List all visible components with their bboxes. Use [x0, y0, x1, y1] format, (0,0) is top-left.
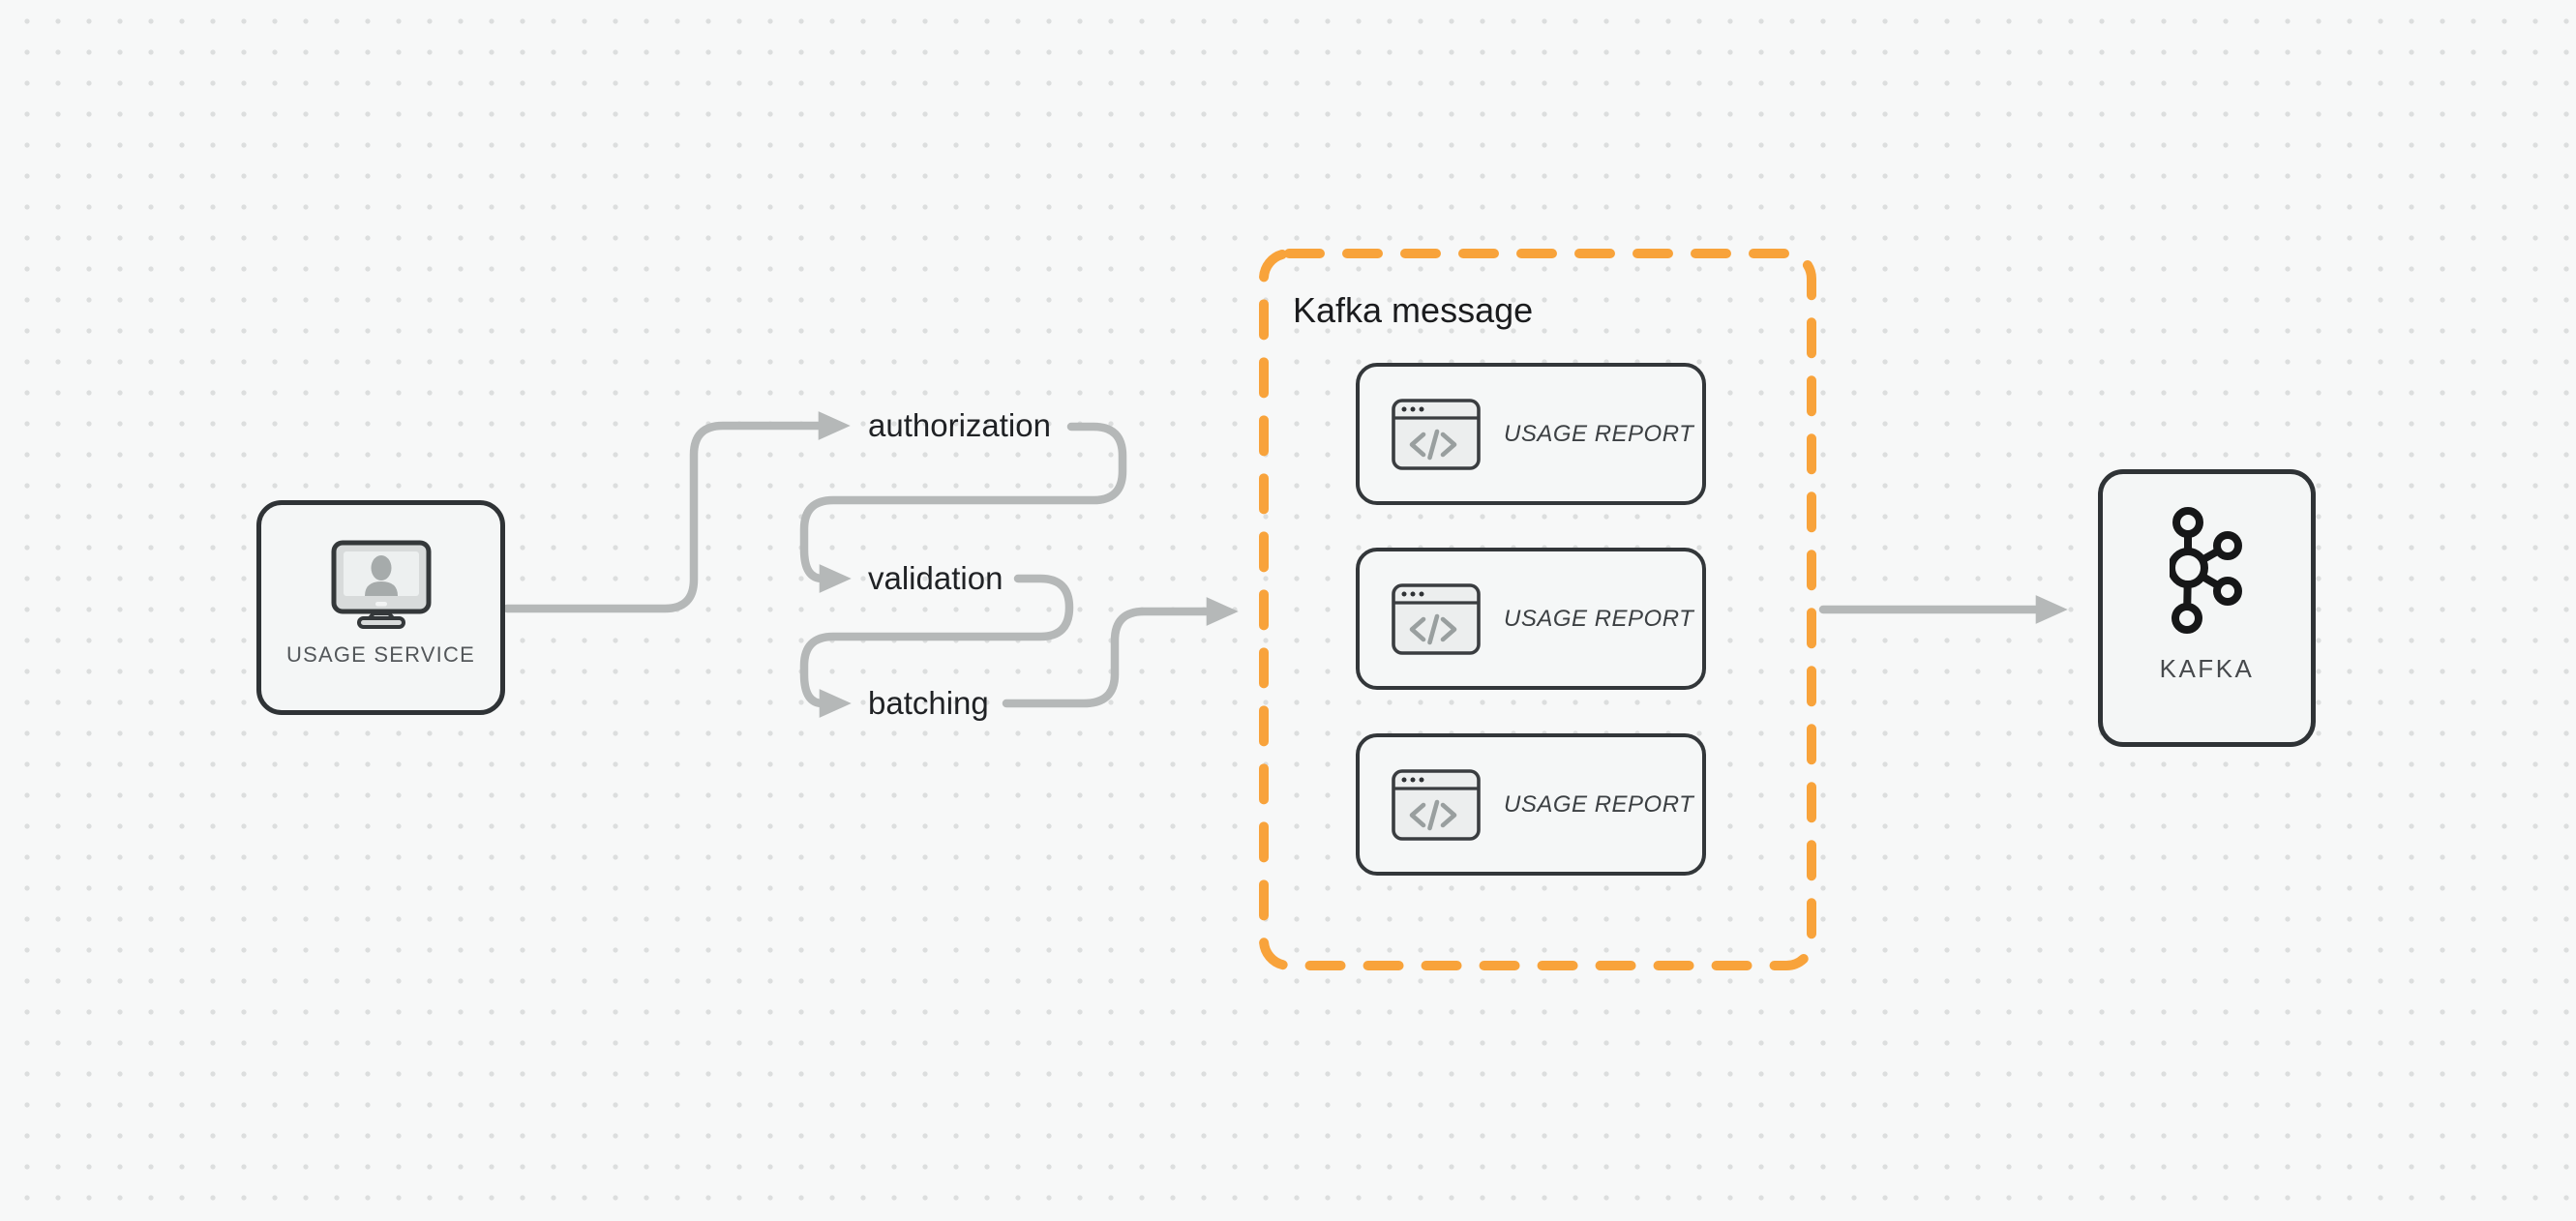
step-label-batching: batching — [868, 685, 989, 721]
step-label-validation: validation — [868, 560, 1003, 596]
code-window-icon — [1392, 768, 1481, 841]
code-window-icon — [1392, 582, 1481, 655]
kafka-label: KAFKA — [2159, 654, 2255, 683]
kafka-message-group-title: Kafka message — [1293, 290, 1534, 330]
arrow-batching-to-kafka-message — [1002, 597, 1239, 708]
usage-report-card[interactable]: USAGE REPORT — [1356, 548, 1720, 703]
usage-service-node[interactable]: USAGE SERVICE — [256, 500, 505, 715]
kafka-node[interactable]: KAFKA — [2098, 469, 2316, 747]
arrow-validation-to-batching — [799, 574, 1074, 718]
usage-service-label: USAGE SERVICE — [286, 642, 475, 667]
arrow-authorization-to-validation — [799, 422, 1127, 593]
usage-report-label: USAGE REPORT — [1504, 420, 1694, 447]
user-monitor-icon — [331, 540, 431, 629]
usage-report-label: USAGE REPORT — [1504, 605, 1694, 632]
usage-report-card[interactable]: USAGE REPORT — [1356, 363, 1720, 519]
arrow-usage-to-authorization — [502, 411, 851, 613]
usage-report-card[interactable]: USAGE REPORT — [1356, 733, 1720, 889]
kafka-logo-icon — [2169, 507, 2242, 634]
kafka-message-group-boundary[interactable] — [1259, 249, 1816, 970]
usage-report-label: USAGE REPORT — [1504, 790, 1694, 818]
step-label-authorization: authorization — [868, 407, 1051, 443]
code-window-icon — [1392, 398, 1481, 470]
